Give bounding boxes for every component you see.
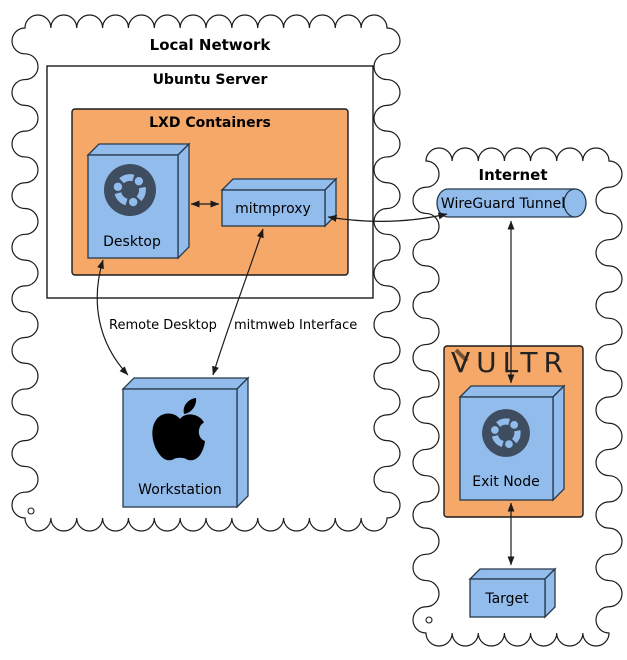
node-exit-node: Exit Node xyxy=(458,384,566,502)
edge-label-mitmweb-interface: mitmweb Interface xyxy=(234,318,357,333)
wireguard-cap xyxy=(563,188,587,218)
node-target: Target xyxy=(468,567,557,619)
edge-desktop-workstation xyxy=(96,259,129,376)
cloud-local-network-label: Local Network xyxy=(150,36,272,54)
node-wireguard-tunnel: WireGuard Tunnel xyxy=(436,188,587,218)
edges: Remote Desktop mitmweb Interface xyxy=(96,200,515,566)
workstation-side-face xyxy=(236,376,249,509)
wireguard-tunnel-label: WireGuard Tunnel xyxy=(441,196,565,212)
ubuntu-logo-icon xyxy=(104,164,156,216)
vultr-label: VULTR xyxy=(451,346,569,379)
target-front-face xyxy=(469,578,546,618)
node-workstation: Workstation xyxy=(121,376,250,509)
exit-node-label: Exit Node xyxy=(472,474,540,490)
workstation-label: Workstation xyxy=(138,482,222,498)
wireguard-body xyxy=(436,188,576,218)
node-mitmproxy: mitmproxy xyxy=(220,177,338,228)
cloud-curl xyxy=(27,507,35,515)
target-top-face xyxy=(468,568,557,580)
mitmproxy-top-face xyxy=(220,178,338,191)
node-desktop: Desktop xyxy=(86,142,191,260)
edge-mitmproxy-wireguard xyxy=(327,212,448,222)
mitmproxy-front-face xyxy=(221,189,326,227)
lxd-containers-label: LXD Containers xyxy=(149,115,271,131)
desktop-side-face xyxy=(177,142,190,260)
mitmproxy-label: mitmproxy xyxy=(235,201,311,217)
cloud-internet-label: Internet xyxy=(478,166,547,184)
cloud-curl xyxy=(425,616,433,624)
desktop-label: Desktop xyxy=(103,234,161,250)
exit-node-top-face xyxy=(458,385,566,398)
ubuntu-logo-icon xyxy=(482,409,530,457)
edge-label-remote-desktop: Remote Desktop xyxy=(109,318,217,333)
target-label: Target xyxy=(484,591,529,607)
ubuntu-server-label: Ubuntu Server xyxy=(153,72,268,88)
workstation-top-face xyxy=(121,377,250,390)
vultr-logo-mark-icon xyxy=(454,348,469,363)
desktop-top-face xyxy=(86,143,191,156)
exit-node-side-face xyxy=(552,384,565,502)
edge-mitmproxy-workstation xyxy=(212,228,264,376)
apple-logo-icon xyxy=(152,398,205,461)
